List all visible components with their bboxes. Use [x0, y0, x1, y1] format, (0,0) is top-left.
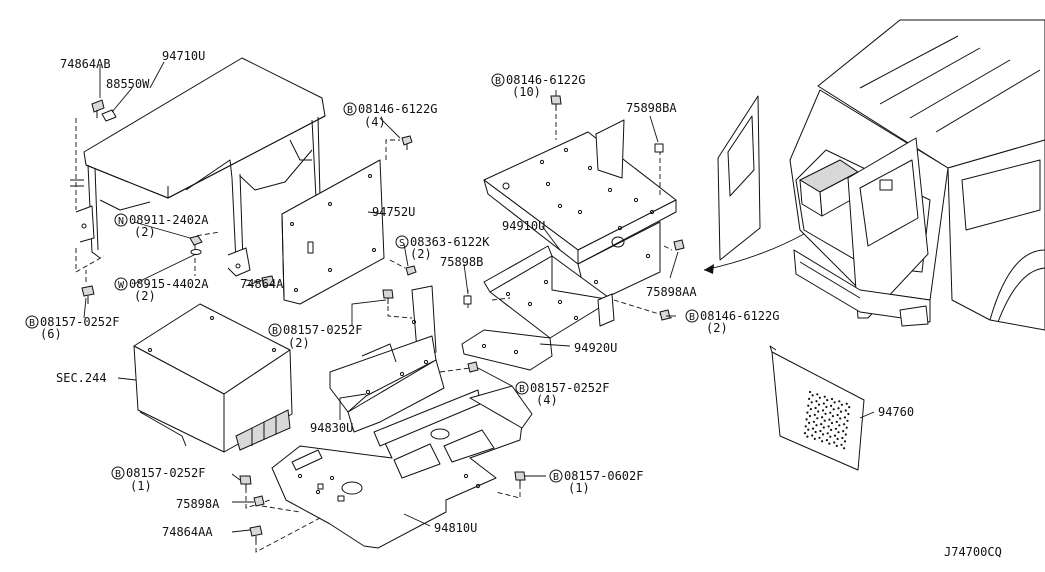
svg-text:B: B — [519, 384, 525, 395]
qty-4-b: (4) — [536, 393, 558, 407]
qty-2-c: (2) — [134, 289, 156, 303]
svg-text:B: B — [272, 326, 278, 337]
label-94760: 94760 — [878, 405, 914, 419]
svg-text:B: B — [115, 469, 121, 480]
svg-text:B: B — [553, 472, 559, 483]
svg-text:W: W — [118, 280, 125, 291]
marker-w-08915-4402A: W — [114, 277, 128, 291]
label-08911-2402A: 08911-2402A — [129, 213, 209, 227]
part-94920U-bracket — [461, 245, 615, 371]
label-75898A: 75898A — [176, 497, 220, 511]
clip-74864AA — [249, 525, 263, 542]
label-75898B: 75898B — [440, 255, 483, 269]
label-94920U: 94920U — [574, 341, 617, 355]
nut-08911-2402A — [189, 235, 203, 246]
marker-b-08146-6122G-b: B — [491, 73, 505, 87]
part-94760-mesh — [769, 345, 865, 471]
screw-08363-6122K — [405, 265, 417, 276]
label-94910U: 94910U — [502, 219, 545, 233]
grommet-75898A — [253, 495, 265, 507]
qty-4-a: (4) — [364, 115, 386, 129]
leader-lines — [83, 61, 875, 533]
fastener-74864AB — [91, 99, 105, 118]
fastener-88550W — [101, 109, 117, 122]
svg-text:B: B — [495, 76, 501, 87]
label-08915-4402A: 08915-4402A — [129, 277, 209, 291]
part-94752U-panel — [281, 159, 385, 305]
qty-2-e: (2) — [706, 321, 728, 335]
label-sec244: SEC.244 — [56, 371, 107, 385]
qty-1-a: (1) — [130, 479, 152, 493]
marker-b-08146-6122G-a: B — [343, 102, 357, 116]
svg-text:S: S — [399, 238, 405, 249]
bolt-08157-0252F-lower — [239, 475, 252, 490]
marker-b-08157-0252F-a: B — [25, 315, 39, 329]
qty-10: (10) — [512, 85, 541, 99]
label-08157-0252F-b: 08157-0252F — [283, 323, 362, 337]
label-75898BA: 75898BA — [626, 101, 677, 115]
clip-74864A — [261, 275, 275, 287]
label-74864AA: 74864AA — [162, 525, 213, 539]
marker-s-08363-6122K: S — [395, 235, 409, 249]
marker-b-08157-0252F-b: B — [268, 323, 282, 337]
label-74864A: 74864A — [240, 277, 284, 291]
label-08363-6122K: 08363-6122K — [410, 235, 490, 249]
part-94830U-bracket — [329, 285, 445, 433]
marker-n-08911-2402A: N — [114, 213, 128, 227]
label-08157-0252F-a: 08157-0252F — [40, 315, 119, 329]
label-08146-6122G-b: 08146-6122G — [506, 73, 585, 87]
mesh-pattern — [803, 390, 851, 450]
svg-text:B: B — [29, 318, 35, 329]
vehicle-illustration — [703, 19, 1045, 331]
qty-2-b: (2) — [410, 247, 432, 261]
part-sec244-box — [133, 303, 293, 453]
part-94810U-floor — [271, 385, 533, 549]
svg-text:B: B — [689, 312, 695, 323]
svg-text:N: N — [118, 216, 124, 227]
part-94710U-cover — [70, 57, 326, 277]
marker-b-08146-6122G-c: B — [685, 309, 699, 323]
bolt-08146-6122G-right — [659, 309, 671, 321]
diagram-code: J74700CQ — [944, 545, 1002, 559]
label-74864AB: 74864AB — [60, 57, 111, 71]
qty-6: (6) — [40, 327, 62, 341]
grommet-75898B — [463, 295, 472, 305]
label-08157-0602F: 08157-0602F — [564, 469, 643, 483]
marker-b-08157-0252F-d: B — [111, 466, 125, 480]
label-94752U: 94752U — [372, 205, 415, 219]
label-88550W: 88550W — [106, 77, 150, 91]
bolt-08157-0252F-mid2 — [467, 361, 479, 373]
part-94910U-tray — [483, 119, 677, 307]
label-08157-0252F-d: 08157-0252F — [126, 466, 205, 480]
bolt-08157-0252F-mid — [382, 289, 394, 304]
label-94710U: 94710U — [162, 49, 205, 63]
qty-1-b: (1) — [568, 481, 590, 495]
grommet-75898AA — [673, 239, 685, 251]
bolt-08146-6122G-panel — [401, 135, 413, 150]
bolt-08157-0602F — [514, 471, 526, 486]
label-08146-6122G-a: 08146-6122G — [358, 102, 437, 116]
label-08146-6122G-c: 08146-6122G — [700, 309, 779, 323]
marker-b-08157-0252F-c: B — [515, 381, 529, 395]
washer-08915-4402A — [190, 249, 202, 255]
label-08157-0252F-c: 08157-0252F — [530, 381, 609, 395]
bolt-08157-0252F-left — [81, 285, 95, 304]
marker-b-08157-0602F: B — [549, 469, 563, 483]
qty-2-d: (2) — [288, 336, 310, 350]
label-94830U: 94830U — [310, 421, 353, 435]
label-94810U: 94810U — [434, 521, 477, 535]
label-75898AA: 75898AA — [646, 285, 697, 299]
callout-labels: 74864AB 94710U 88550W 08146-6122G (4) 08… — [40, 49, 1002, 559]
svg-text:B: B — [347, 105, 353, 116]
grommet-75898BA — [654, 143, 664, 153]
bolt-08146-6122G-tray — [550, 95, 562, 110]
qty-2-a: (2) — [134, 225, 156, 239]
